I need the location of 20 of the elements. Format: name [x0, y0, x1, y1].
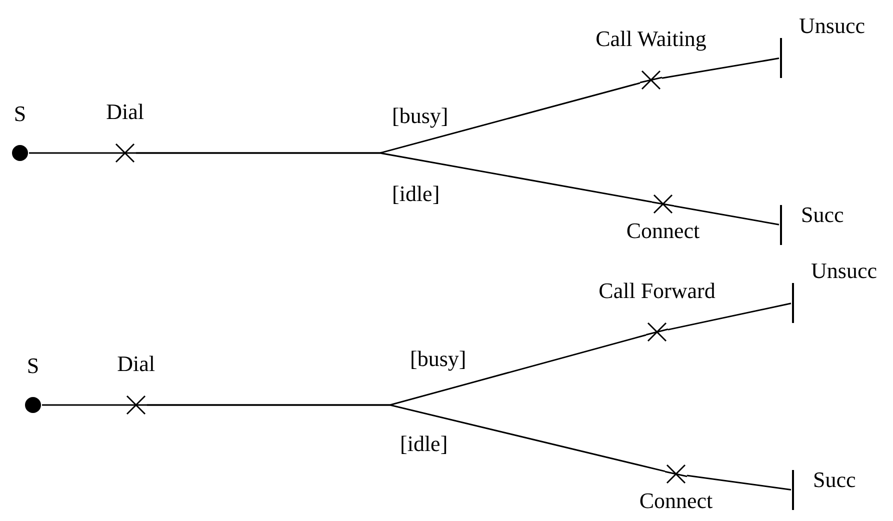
path-line: [136, 152, 652, 203]
path-line: [147, 404, 666, 472]
path-line: [674, 205, 780, 226]
path-line: [686, 474, 792, 490]
path-line: [668, 302, 792, 330]
path-line: [662, 58, 780, 79]
responsibility-point: Call Waiting: [596, 27, 706, 91]
end-bar: Succ: [779, 205, 844, 245]
end-bar: Succ: [791, 470, 856, 510]
responsibility-point: Call Forward: [598, 279, 716, 343]
responsibility-point: Connect: [639, 463, 713, 513]
path-line: [42, 404, 125, 406]
end-bar: Unsucc: [791, 259, 877, 323]
start-point: S: [24, 354, 42, 414]
path-line: [29, 152, 114, 154]
start-point: S: [11, 102, 29, 162]
responsibility-point: Dial: [106, 100, 144, 164]
responsibility-point: Dial: [117, 352, 155, 416]
end-bar: Unsucc: [779, 14, 865, 78]
responsibility-point: Connect: [626, 193, 700, 243]
